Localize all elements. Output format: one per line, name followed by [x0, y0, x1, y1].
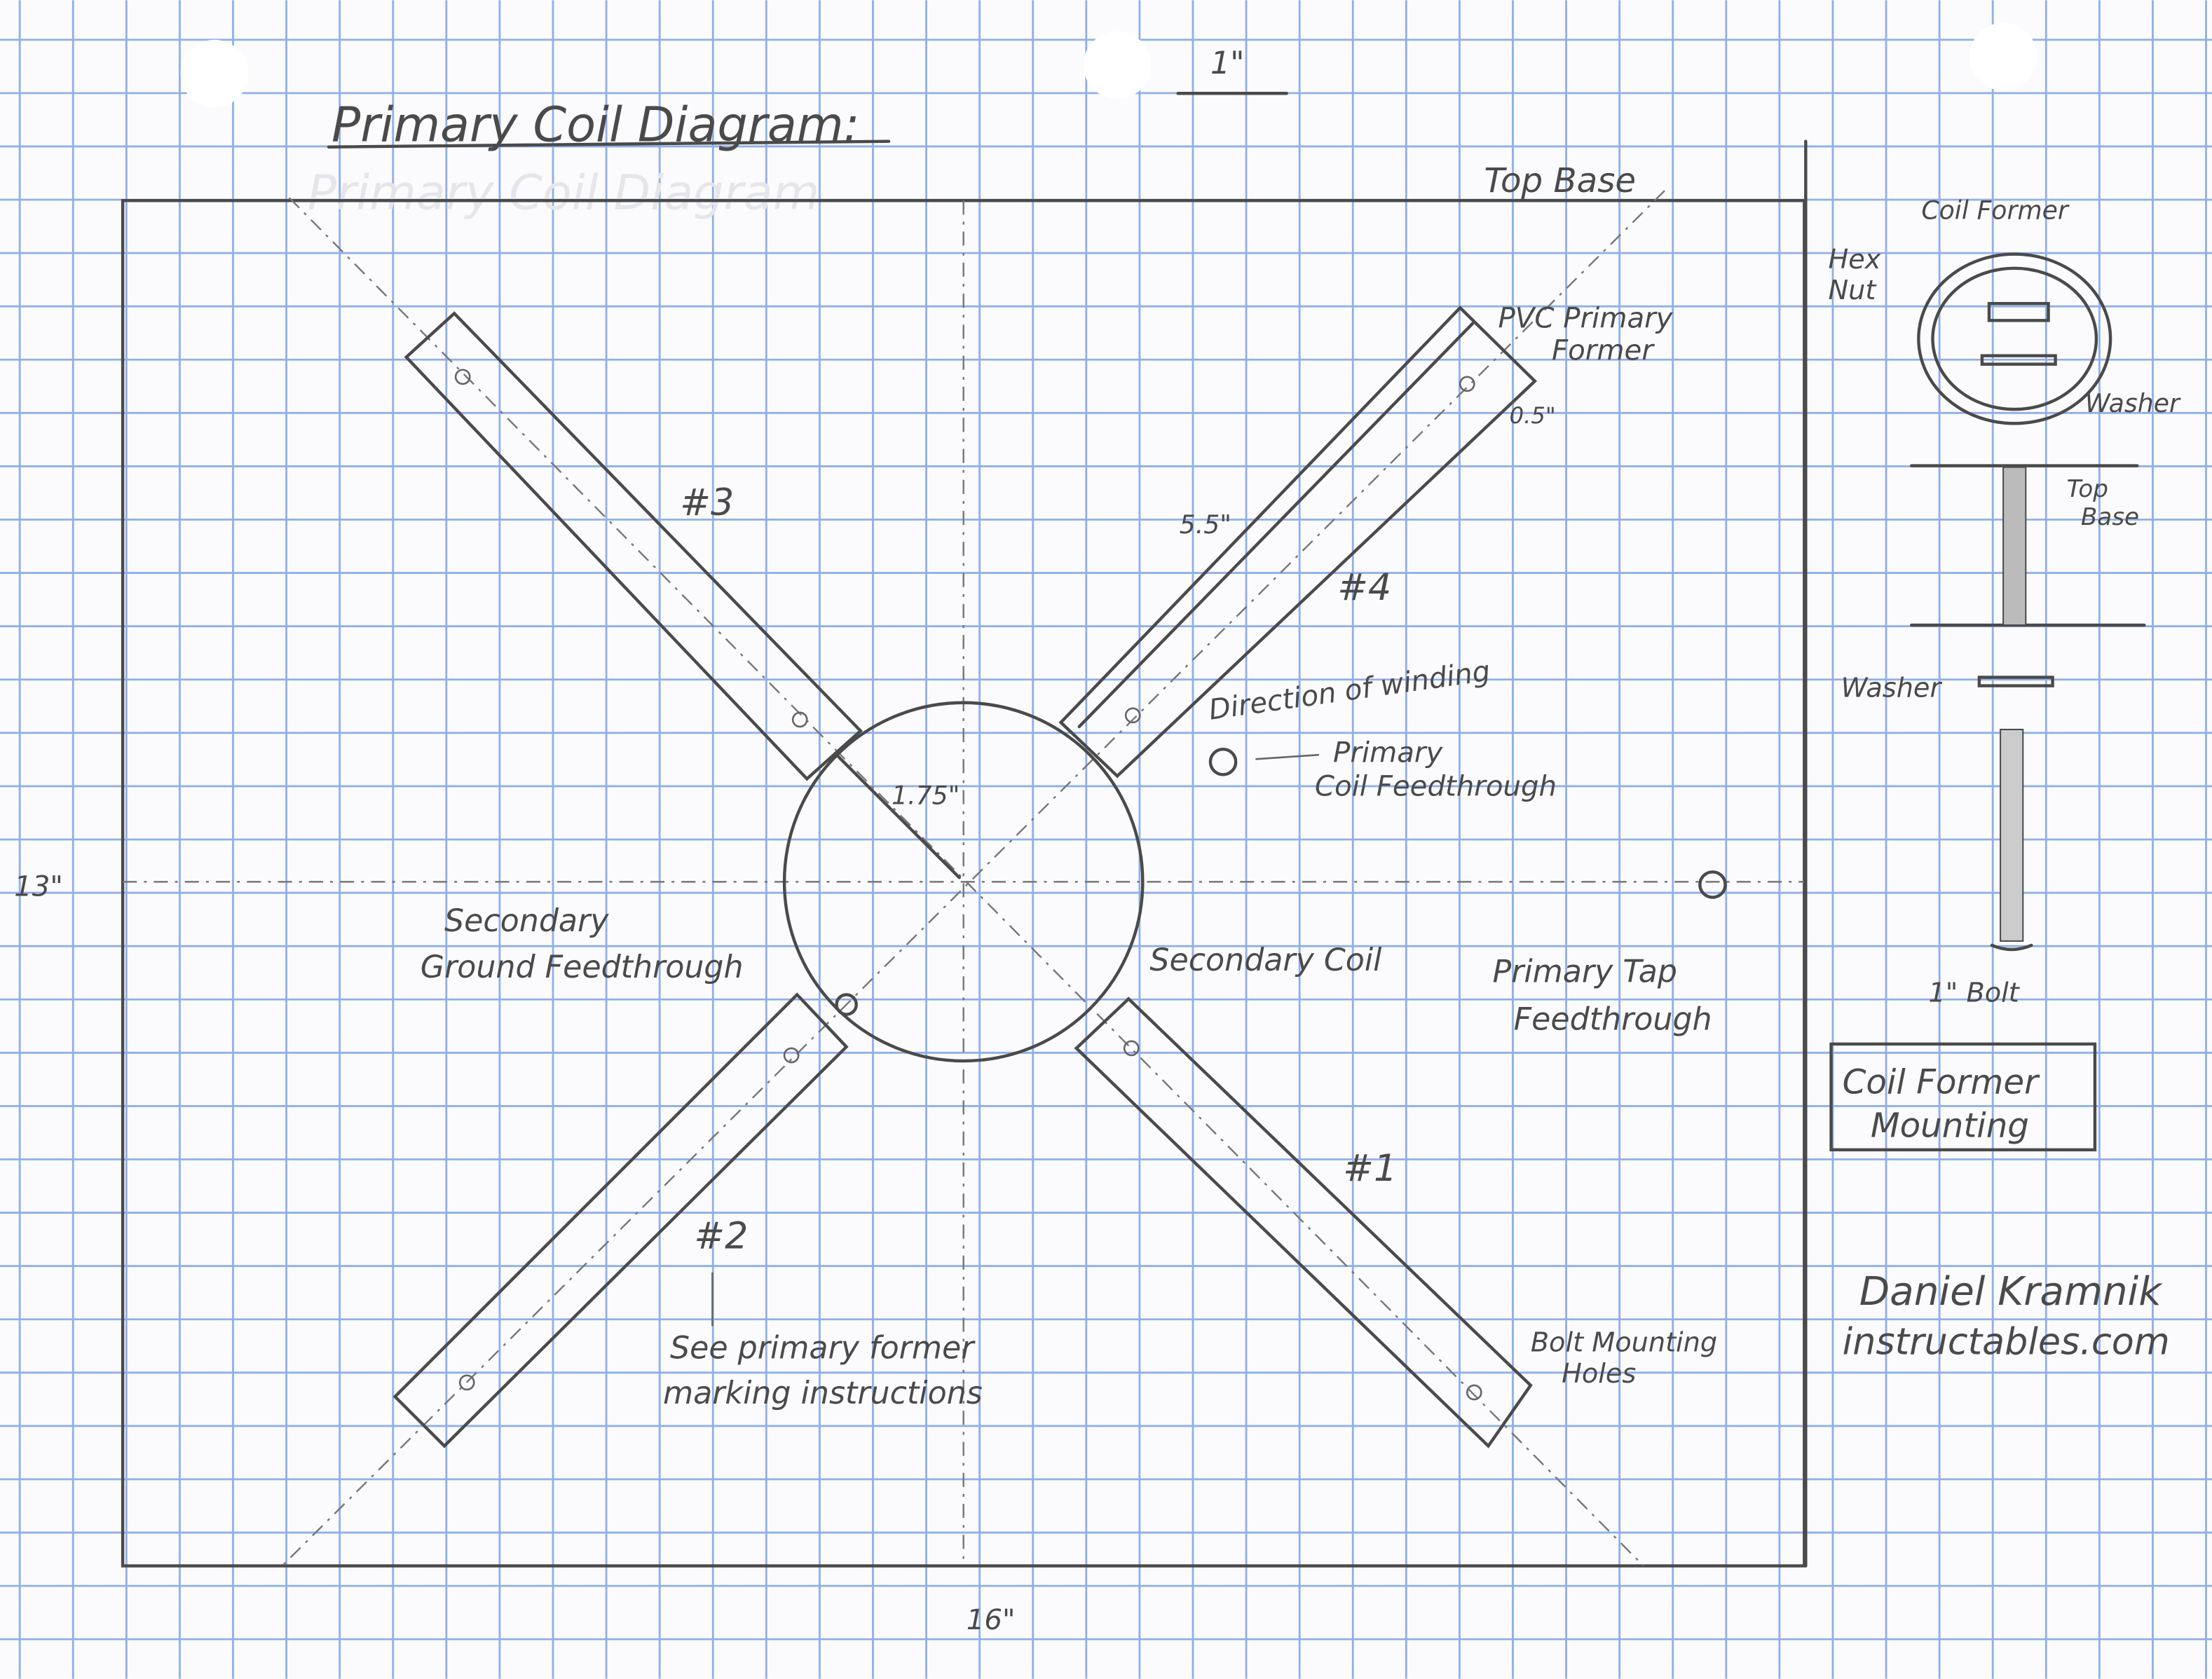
bolt-holes-label: Holes [1562, 1359, 1636, 1390]
see-former-note: See primary former [670, 1331, 976, 1366]
former-label-2: #2 [694, 1215, 748, 1258]
former-label-3: #3 [680, 481, 734, 524]
bolt-shank [2000, 728, 2024, 942]
top-base-label: Top Base [1484, 161, 1636, 200]
see-former-note: marking instructions [663, 1376, 983, 1411]
hex-nut [1987, 301, 2050, 322]
primary-former-3 [404, 311, 863, 781]
washer-label: Washer [2085, 388, 2181, 418]
width-dimension: 16" [967, 1604, 1016, 1636]
washer-bottom [1977, 676, 2054, 687]
former-label-1: #1 [1343, 1147, 1397, 1190]
punch-hole [1969, 22, 2037, 91]
primary-coil-feedthrough [1208, 747, 1238, 776]
former-4-inner-edge [1077, 320, 1476, 729]
punch-hole [180, 39, 249, 108]
arrow [1255, 753, 1320, 760]
mounting-title: Coil Former [1843, 1062, 2040, 1102]
pvc-former-label: PVC Primary [1498, 302, 1674, 334]
primary-tap-label: Primary Tap [1492, 954, 1677, 989]
radius-arrow [833, 752, 961, 879]
bolt-head [1990, 943, 2033, 952]
washer-top [1980, 354, 2057, 366]
primary-feed-label: Primary [1333, 736, 1443, 769]
primary-former-1 [1074, 996, 1533, 1448]
direction-label: Direction of winding [1207, 655, 1492, 727]
pvc-former-label: Former [1552, 335, 1655, 367]
mounting-title: Mounting [1871, 1106, 2029, 1146]
coil-former-outer [1917, 252, 2112, 425]
secondary-coil [782, 701, 1145, 1063]
primary-feed-label: Coil Feedthrough [1315, 771, 1557, 803]
primary-former-2 [392, 992, 849, 1448]
primary-tap-feedthrough [1698, 870, 1727, 899]
bolt-label: 1" Bolt [1928, 978, 2020, 1008]
top-base-detail-label: Base [2081, 503, 2139, 531]
diagonal-centerline [281, 190, 1665, 1567]
top-base-detail-label: Top [2067, 475, 2108, 503]
primary-former-4 [1058, 306, 1538, 779]
washer-label: Washer [1841, 673, 1943, 704]
signature-name: Daniel Kramnik [1859, 1269, 2163, 1315]
former-length: 5.5" [1180, 509, 1231, 540]
bolt-holes [454, 369, 1727, 1401]
secondary-ground-label: Secondary [444, 903, 609, 939]
title-underline [327, 139, 891, 149]
secondary-ground-feedthrough [835, 993, 858, 1016]
secondary-coil-label: Secondary Coil [1149, 943, 1382, 978]
mounting-title-box [1829, 1042, 2097, 1152]
primary-tap-label: Feedthrough [1514, 1002, 1712, 1038]
radius-dimension: 1.75" [892, 781, 960, 811]
former-offset: 0.5" [1510, 402, 1556, 429]
bolt-through-base [2002, 466, 2027, 626]
signature-site: instructables.com [1843, 1321, 2170, 1364]
height-dimension: 13" [14, 871, 63, 903]
bolt-holes-label: Bolt Mounting [1531, 1328, 1717, 1359]
coil-former-inner [1931, 266, 2098, 411]
former-label-4: #4 [1337, 566, 1391, 609]
coil-former-label: Coil Former [1921, 195, 2070, 225]
hex-nut-label: Hex [1829, 245, 1881, 275]
punch-hole [1083, 31, 1152, 100]
scale-label: 1" [1210, 46, 1245, 81]
ghost-title: Primary Coil Diagram [308, 165, 820, 221]
secondary-ground-label: Ground Feedthrough [421, 950, 744, 985]
diagonal-centerline [288, 197, 1644, 1567]
hex-nut-label: Nut [1829, 275, 1878, 306]
